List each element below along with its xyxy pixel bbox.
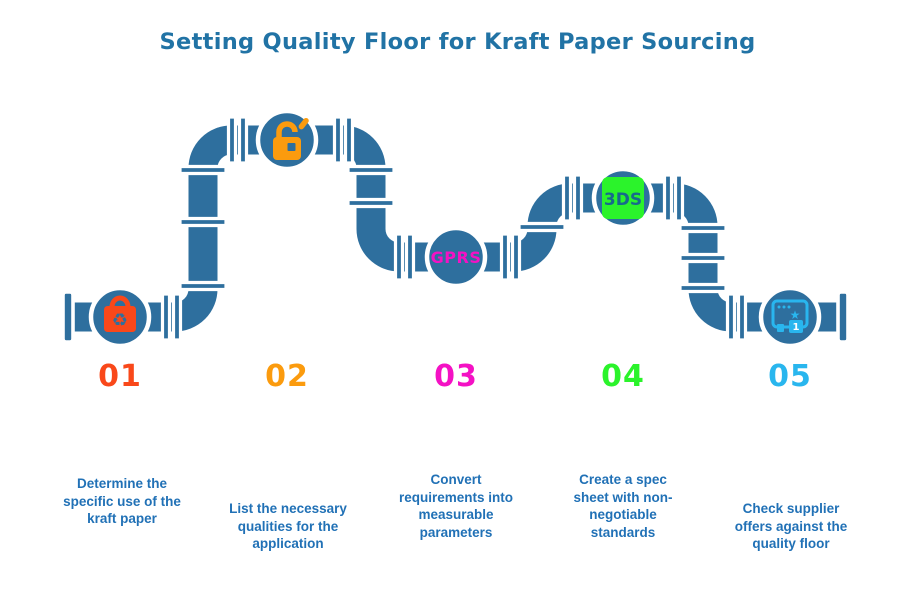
step-number-5: 05: [768, 359, 812, 394]
step-number-3: 03: [434, 359, 478, 394]
recycle-bag-icon: ♻: [104, 295, 136, 332]
step-description-4: Create a spec sheet with non-negotiable …: [573, 472, 673, 540]
page-title: Setting Quality Floor for Kraft Paper So…: [159, 29, 756, 55]
star-glyph: ★: [790, 308, 801, 322]
step-description-2: List the necessary qualities for the app…: [229, 501, 347, 551]
step-description-3: Convert requirements into measurable par…: [398, 472, 514, 540]
step-number-2: 02: [265, 359, 309, 394]
rank-1-text: 1: [793, 322, 800, 333]
ranking-page-icon: ★ 1: [771, 299, 809, 333]
step-node-1: ♻: [88, 285, 152, 349]
pipe-couplings: [160, 115, 748, 342]
step-number-1: 01: [98, 359, 142, 394]
3ds-square-icon: 3DS: [602, 177, 644, 219]
pipe-end-cap-right: [836, 290, 850, 344]
gprs-text-icon: GPRS: [431, 248, 482, 267]
open-padlock-icon: [273, 117, 309, 160]
step-node-4: 3DS: [591, 166, 655, 230]
3ds-text: 3DS: [604, 190, 642, 210]
step-node-2: [255, 108, 319, 172]
recycle-glyph: ♻: [112, 310, 128, 331]
step-node-3: GPRS: [424, 225, 488, 289]
step-description-5: Check supplier offers against the qualit…: [734, 501, 848, 551]
pipe-end-cap-left: [61, 290, 75, 344]
step-node-5: ★ 1: [758, 285, 822, 349]
step-description-1: Determine the specific use of the kraft …: [63, 476, 181, 526]
step-number-4: 04: [601, 359, 645, 394]
